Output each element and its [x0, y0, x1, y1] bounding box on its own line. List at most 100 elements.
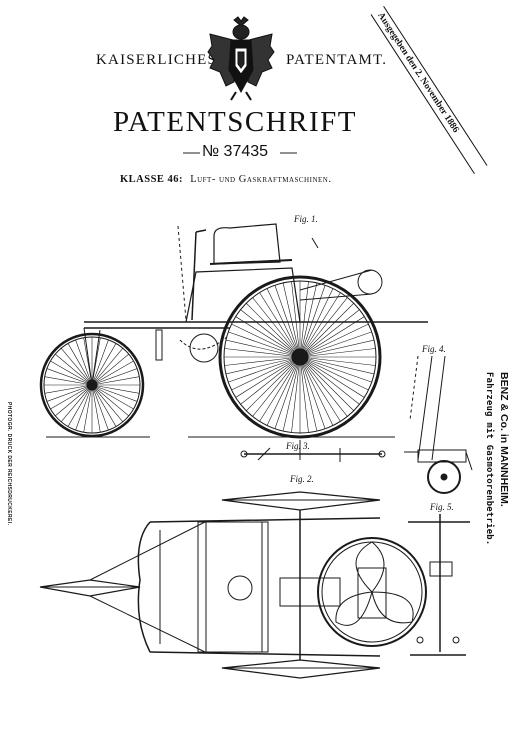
wheel-spoke: [252, 356, 301, 417]
wheel-spoke: [299, 356, 326, 429]
wheel-spoke: [299, 285, 326, 358]
figure-1-side-view: [39, 223, 428, 439]
wheel-spoke: [91, 339, 109, 386]
figure-4-detail: [404, 355, 473, 494]
document-title: PATENTSCHRIFT: [112, 106, 358, 138]
wheel-spoke: [60, 348, 93, 386]
imperial-eagle-emblem: [207, 16, 275, 101]
wheel-spoke: [67, 384, 93, 427]
wheel-spoke: [75, 339, 93, 386]
wheel-spoke: [91, 348, 124, 386]
wheel-spoke: [299, 356, 376, 366]
wheel-spoke: [46, 368, 93, 386]
wheel-spoke: [282, 356, 301, 432]
wheel-spoke: [228, 331, 301, 358]
wheel-spoke: [299, 282, 318, 358]
wheel-spoke: [225, 356, 301, 375]
wheel-spoke: [50, 384, 93, 410]
wheel-spoke: [299, 356, 375, 375]
wheel-spoke: [75, 384, 93, 431]
wheel-spoke: [91, 343, 117, 386]
wheel-spoke: [299, 356, 354, 411]
wheel-spoke: [44, 376, 93, 386]
wheel-spoke: [259, 292, 301, 358]
wheel-spoke: [266, 356, 301, 426]
header-right-text: PATENTAMT.: [286, 52, 388, 68]
wheel-spoke: [299, 356, 348, 417]
wheel-spoke: [225, 339, 301, 358]
wheel-spoke: [299, 356, 365, 398]
wheel-spoke: [60, 384, 93, 422]
wheel-spoke: [91, 384, 134, 410]
wheel-spoke: [231, 323, 301, 358]
wheel-spoke: [299, 297, 348, 358]
wheel-spoke: [228, 356, 301, 383]
wheel-spoke: [231, 356, 301, 391]
wheel-spoke: [259, 356, 301, 422]
wheel-spoke: [291, 356, 301, 433]
figure-label: Fig. 2.: [290, 474, 314, 484]
wheel-spoke: [274, 285, 301, 358]
wheel-spoke: [299, 288, 334, 358]
wheel-spoke: [274, 356, 301, 429]
wheel-spoke: [299, 356, 334, 426]
wheel-spoke: [299, 356, 309, 433]
wheel-spoke: [299, 356, 341, 422]
wheel-spoke: [299, 331, 372, 358]
wheel-spoke: [91, 384, 140, 394]
wheel-spoke: [235, 356, 301, 398]
figure-label: Fig. 3.: [286, 441, 310, 451]
wheel-spoke: [240, 309, 301, 358]
wheel-spoke: [299, 356, 360, 405]
wheel-spoke: [50, 360, 93, 386]
wheel-spoke: [91, 368, 138, 386]
wheel-spoke: [55, 353, 93, 386]
wheel-spoke: [299, 281, 309, 358]
figure-3-detail: [240, 440, 386, 462]
wheel-spoke: [252, 297, 301, 358]
patent-subject: Fahrzeug mit Gasmotorenbetrieb.: [484, 372, 494, 546]
wheel-spoke: [235, 316, 301, 358]
patent-number: № 37435: [201, 143, 269, 160]
wheel-spoke: [91, 360, 134, 386]
wheel-spoke: [299, 316, 365, 358]
wheel-spoke: [299, 303, 354, 358]
wheel-spoke: [246, 356, 301, 411]
figure-5-detail: [408, 514, 470, 656]
wheel-spoke: [299, 356, 372, 383]
wheel-spoke: [91, 384, 117, 427]
wheel-spoke: [83, 384, 93, 433]
wheel-spoke: [246, 303, 301, 358]
wheel-spoke: [91, 384, 138, 402]
company-name: BENZ & Co. in MANNHEIM.: [498, 372, 510, 507]
wheel-spoke: [299, 356, 318, 432]
wheel-spoke: [91, 353, 129, 386]
wheel-spoke: [91, 384, 124, 422]
wheel-spoke: [266, 288, 301, 358]
wheel-spoke: [240, 356, 301, 405]
header-left-text: KAISERLICHES: [96, 52, 218, 68]
wheel-spoke: [299, 323, 369, 358]
wheel-spoke: [224, 356, 301, 366]
wheel-spoke: [91, 376, 140, 386]
figure-label: Fig. 1.: [294, 214, 318, 224]
wheel-spoke: [291, 281, 301, 358]
wheel-spoke: [299, 292, 341, 358]
wheel-spoke: [55, 384, 93, 417]
patent-class: KLASSE 46: Luft- und Gaskraftmaschinen.: [120, 174, 331, 185]
wheel-spoke: [91, 384, 109, 431]
wheel-spoke: [299, 339, 375, 358]
wheel-spoke: [224, 348, 301, 358]
wheel-spoke: [46, 384, 93, 402]
figure-2-plan-view: [39, 491, 427, 679]
wheel-spoke: [67, 343, 93, 386]
wheel-spoke: [282, 282, 301, 358]
printer-note: PHOTOGR. DRUCK DER REICHSDRUCKEREI.: [6, 402, 12, 526]
wheel-spoke: [299, 348, 376, 358]
wheel-spoke: [299, 309, 360, 358]
wheel-spoke: [91, 384, 101, 433]
wheel-spoke: [44, 384, 93, 394]
class-label: KLASSE 46:: [120, 174, 184, 185]
wheel-spoke: [91, 384, 129, 417]
